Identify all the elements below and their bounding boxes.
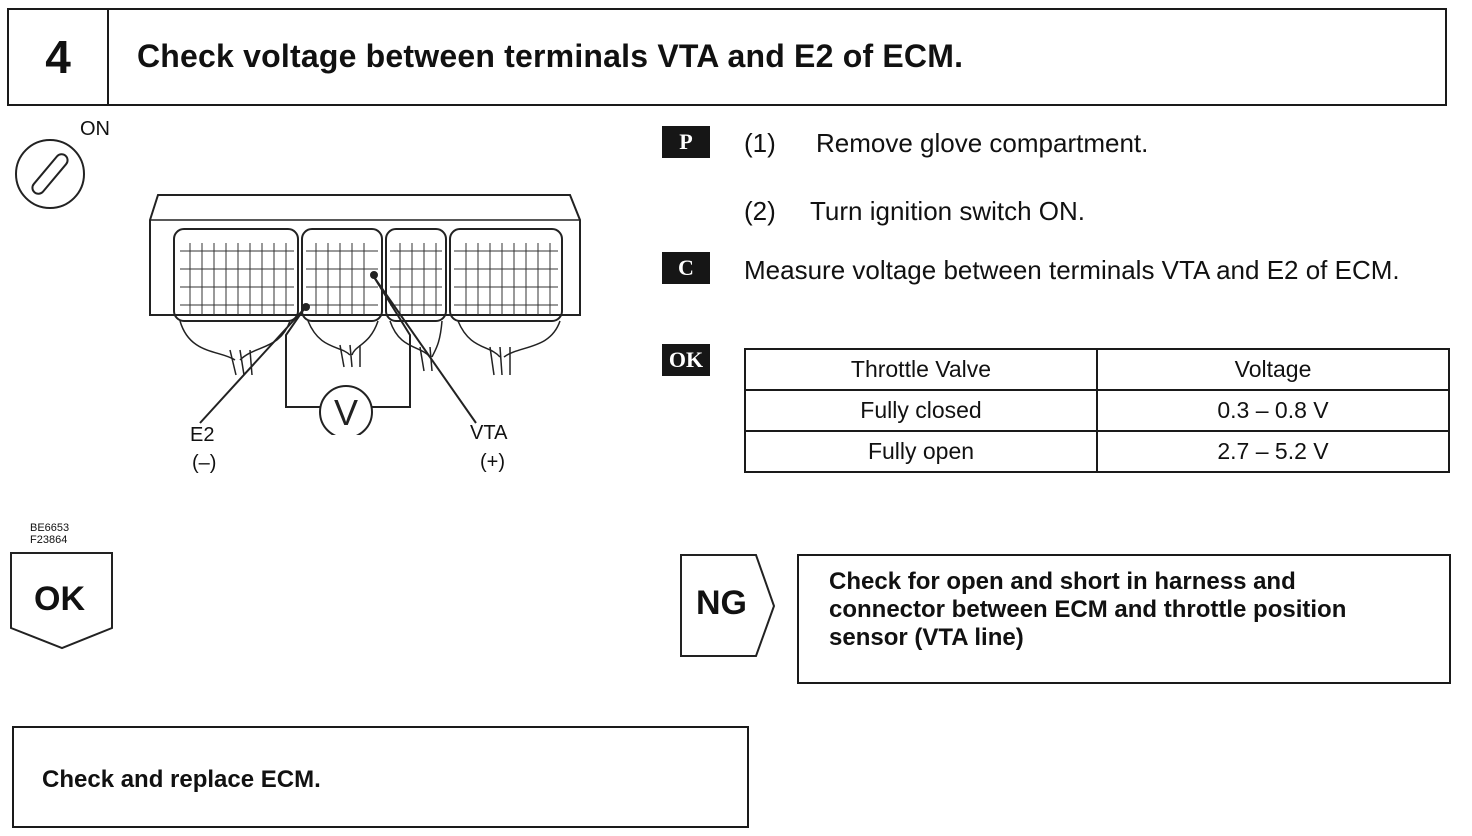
e2-polarity-label: (–) — [192, 452, 217, 474]
badge-p: P — [662, 126, 710, 158]
vta-terminal-label: VTA — [470, 422, 508, 444]
ng-action-text: Check for open and short in harness and … — [829, 568, 1347, 651]
badge-c: C — [662, 252, 710, 284]
ignition-on-label: ON — [80, 118, 110, 140]
ng-result-label: NG — [696, 584, 747, 622]
step-title: Check voltage between terminals VTA and … — [137, 38, 964, 74]
step-number: 4 — [9, 10, 109, 104]
badge-ok: OK — [662, 344, 710, 376]
ok-action-text: Check and replace ECM. — [42, 766, 321, 793]
instruction-text: Remove glove compartment. — [816, 128, 1149, 158]
voltage-spec-table: Throttle Valve Voltage Fully closed 0.3 … — [744, 348, 1450, 473]
ok-action-box: Check and replace ECM. — [12, 726, 749, 828]
ok-result-label: OK — [34, 580, 85, 618]
ok-arrow-shape — [10, 552, 113, 650]
table-cell: Fully open — [744, 430, 1098, 473]
table-row: Fully open 2.7 – 5.2 V — [744, 430, 1450, 473]
figure-code: F23864 — [30, 534, 68, 546]
table-header-cell: Throttle Valve — [744, 348, 1098, 391]
ecm-connector-diagram: V — [149, 194, 581, 435]
measure-instruction: Measure voltage between terminals VTA an… — [744, 255, 1400, 285]
instruction-number: (2) — [744, 196, 776, 226]
ng-action-box: Check for open and short in harness and … — [797, 554, 1451, 684]
figure-code: BE6653 — [30, 522, 70, 534]
table-header-row: Throttle Valve Voltage — [744, 348, 1450, 391]
table-cell: 2.7 – 5.2 V — [1096, 430, 1450, 473]
voltmeter-symbol: V — [334, 392, 358, 433]
instruction-number: (1) — [744, 128, 776, 158]
table-cell: Fully closed — [744, 389, 1098, 432]
ignition-key-icon — [15, 139, 85, 209]
figure-codes: BE6653 F23864 — [30, 522, 69, 546]
table-row: Fully closed 0.3 – 0.8 V — [744, 389, 1450, 432]
table-cell: 0.3 – 0.8 V — [1096, 389, 1450, 432]
ng-arrow-shape — [680, 554, 776, 657]
e2-terminal-label: E2 — [190, 424, 215, 446]
table-header-cell: Voltage — [1096, 348, 1450, 391]
instruction-text: Turn ignition switch ON. — [810, 196, 1086, 226]
step-header: 4 Check voltage between terminals VTA an… — [7, 8, 1447, 106]
vta-polarity-label: (+) — [480, 451, 505, 473]
